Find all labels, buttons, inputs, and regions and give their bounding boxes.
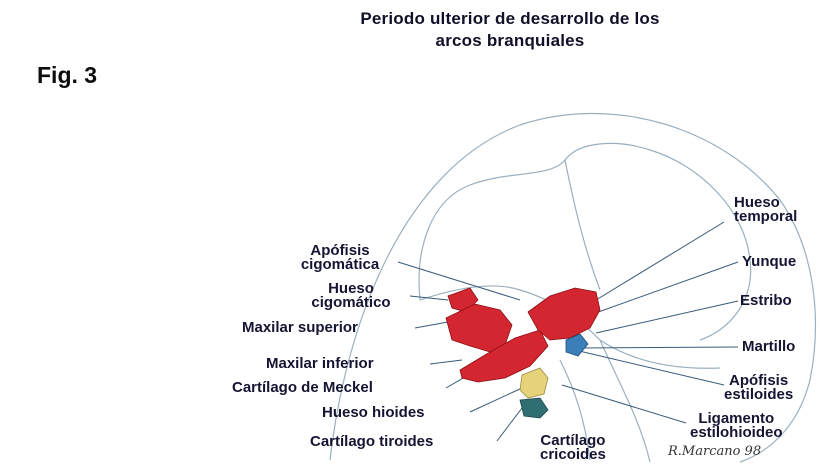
hyoid-shape — [520, 368, 548, 398]
label-cartilago-tiroides: Cartílago tiroides — [310, 435, 433, 449]
label-apofisis-cigomatica: Apófisis cigomática — [282, 244, 398, 272]
neck-contour-2 — [600, 340, 650, 462]
label-yunque: Yunque — [742, 255, 796, 269]
artist-signature: R.Marcano 98 — [668, 444, 761, 459]
label-estribo: Estribo — [740, 294, 792, 308]
label-maxilar-inferior: Maxilar inferior — [266, 357, 374, 371]
brain-divider — [565, 160, 600, 290]
label-apofisis-estiloides: Apófisis estiloides — [724, 374, 793, 402]
label-maxilar-superior: Maxilar superior — [242, 321, 358, 335]
label-martillo: Martillo — [742, 340, 795, 354]
label-hueso-hioides: Hueso hioides — [322, 406, 425, 420]
thyroid-shape — [520, 398, 548, 418]
label-hueso-cigomatico: Hueso cigomático — [292, 282, 410, 310]
label-ligamento-estilohioideo: Ligamento estilohioideo — [690, 412, 783, 440]
label-cartilago-meckel: Cartílago de Meckel — [232, 381, 373, 395]
label-hueso-temporal: Hueso temporal — [734, 196, 797, 224]
label-cartilago-cricoides: Cartílago cricoides — [540, 434, 606, 462]
neck-contour-1 — [600, 340, 720, 368]
